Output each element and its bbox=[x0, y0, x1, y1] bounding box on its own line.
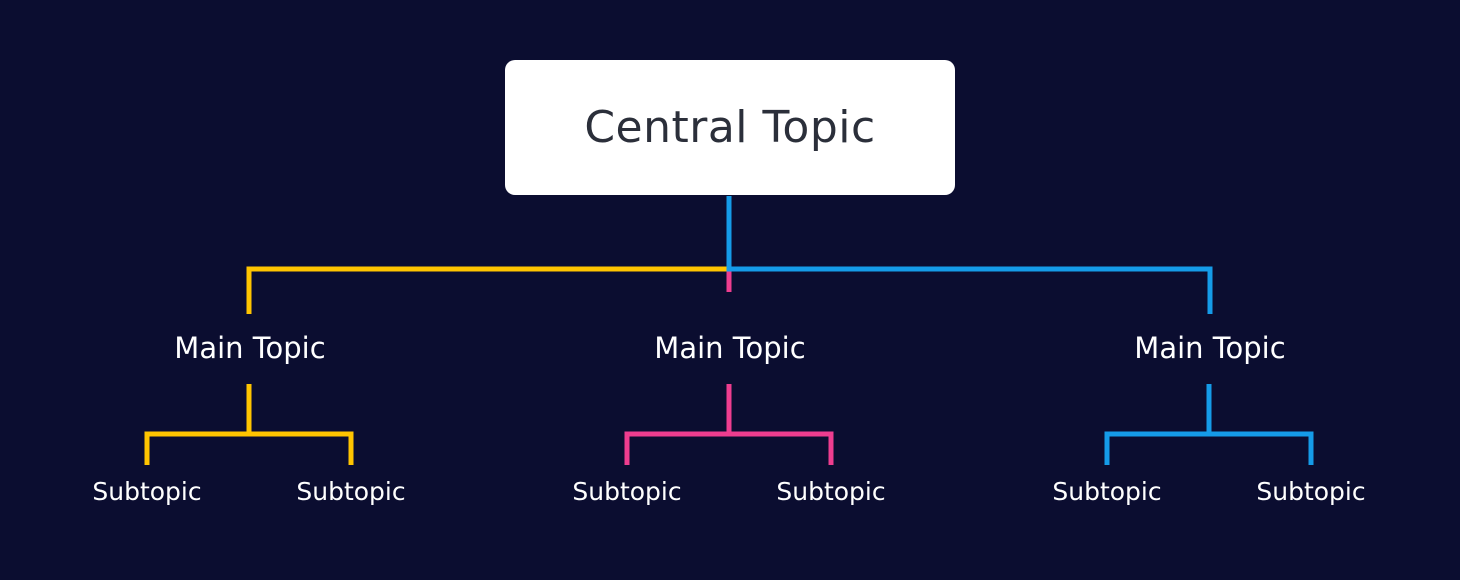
central-topic-label: Central Topic bbox=[584, 102, 876, 153]
subtopic-1-2[interactable]: Subtopic bbox=[296, 477, 406, 506]
connector-main-3-to-subtopics bbox=[1104, 431, 1314, 465]
connector-main-1-to-subtopics bbox=[144, 431, 354, 465]
subtopic-1-1[interactable]: Subtopic bbox=[92, 477, 202, 506]
subtopic-3-2[interactable]: Subtopic bbox=[1256, 477, 1366, 506]
connector-main-2-to-subtopics bbox=[624, 431, 834, 465]
central-topic-box[interactable]: Central Topic bbox=[505, 60, 955, 195]
main-topic-2[interactable]: Main Topic bbox=[654, 331, 806, 365]
main-topic-1[interactable]: Main Topic bbox=[174, 331, 326, 365]
subtopic-2-2[interactable]: Subtopic bbox=[776, 477, 886, 506]
subtopic-2-1[interactable]: Subtopic bbox=[572, 477, 682, 506]
main-topic-3[interactable]: Main Topic bbox=[1134, 331, 1286, 365]
connector-central-to-main-1 bbox=[246, 266, 729, 314]
subtopic-3-1[interactable]: Subtopic bbox=[1052, 477, 1162, 506]
connector-central-to-main-3 bbox=[726, 196, 1213, 314]
